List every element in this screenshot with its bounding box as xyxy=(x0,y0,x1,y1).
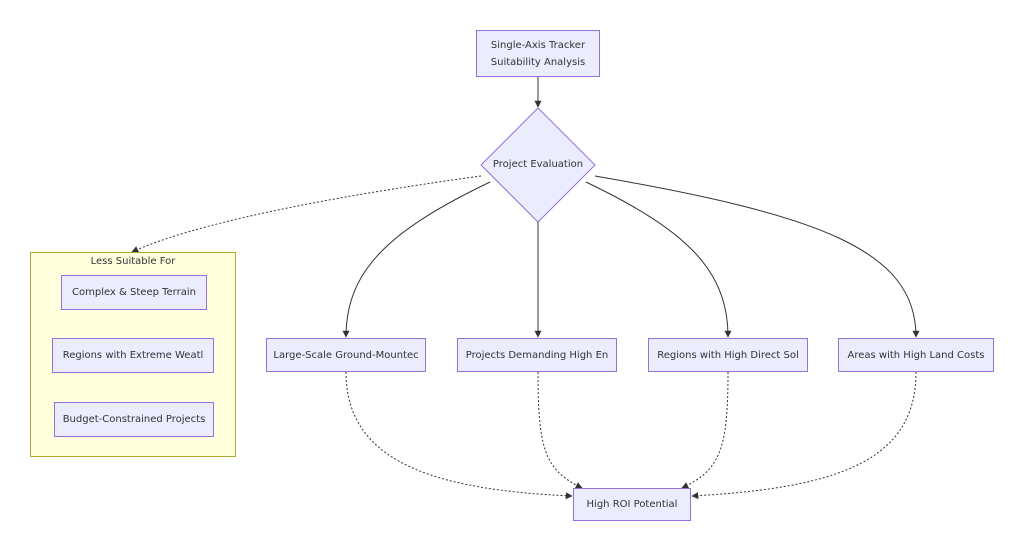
high-solar-label: Regions with High Direct Sol xyxy=(657,349,799,361)
land-costs-node: Areas with High Land Costs xyxy=(838,338,994,372)
start-node-line2: Suitability Analysis xyxy=(490,56,586,68)
cluster-item-extreme-weather: Regions with Extreme Weatl xyxy=(52,338,214,373)
high-energy-node: Projects Demanding High En xyxy=(457,338,617,372)
edge-high-energy-to-roi xyxy=(537,371,583,489)
cluster-item-label: Regions with Extreme Weatl xyxy=(62,350,204,361)
evaluation-decision-label: Project Evaluation xyxy=(492,159,584,170)
cluster-item-label: Budget-Constrained Projects xyxy=(62,414,206,425)
edge-evaluation-to-less-suitable xyxy=(131,175,482,253)
large-scale-node: Large-Scale Ground-Mountec xyxy=(266,338,426,372)
edge-evaluation-to-large-scale xyxy=(342,181,491,338)
high-solar-node: Regions with High Direct Sol xyxy=(648,338,808,372)
large-scale-label: Large-Scale Ground-Mountec xyxy=(273,349,419,361)
roi-label: High ROI Potential xyxy=(586,499,678,510)
land-costs-label: Areas with High Land Costs xyxy=(847,349,985,361)
start-node: Single-Axis Tracker Suitability Analysis xyxy=(476,30,600,77)
roi-node: High ROI Potential xyxy=(573,488,691,521)
edge-evaluation-to-high-solar xyxy=(585,181,732,338)
cluster-title: Less Suitable For xyxy=(90,256,176,267)
cluster-item-label: Complex & Steep Terrain xyxy=(72,287,196,298)
start-node-line1: Single-Axis Tracker xyxy=(490,39,586,51)
edge-land-costs-to-roi xyxy=(691,371,917,500)
cluster-item-complex-terrain: Complex & Steep Terrain xyxy=(61,275,207,310)
edge-large-scale-to-roi xyxy=(345,371,573,500)
high-energy-label: Projects Demanding High En xyxy=(465,349,609,361)
less-suitable-cluster: Less Suitable For Complex & Steep Terrai… xyxy=(30,252,236,457)
edge-evaluation-to-land-costs xyxy=(594,175,920,338)
edge-high-solar-to-roi xyxy=(681,371,729,489)
cluster-item-budget-constrained: Budget-Constrained Projects xyxy=(54,402,214,437)
